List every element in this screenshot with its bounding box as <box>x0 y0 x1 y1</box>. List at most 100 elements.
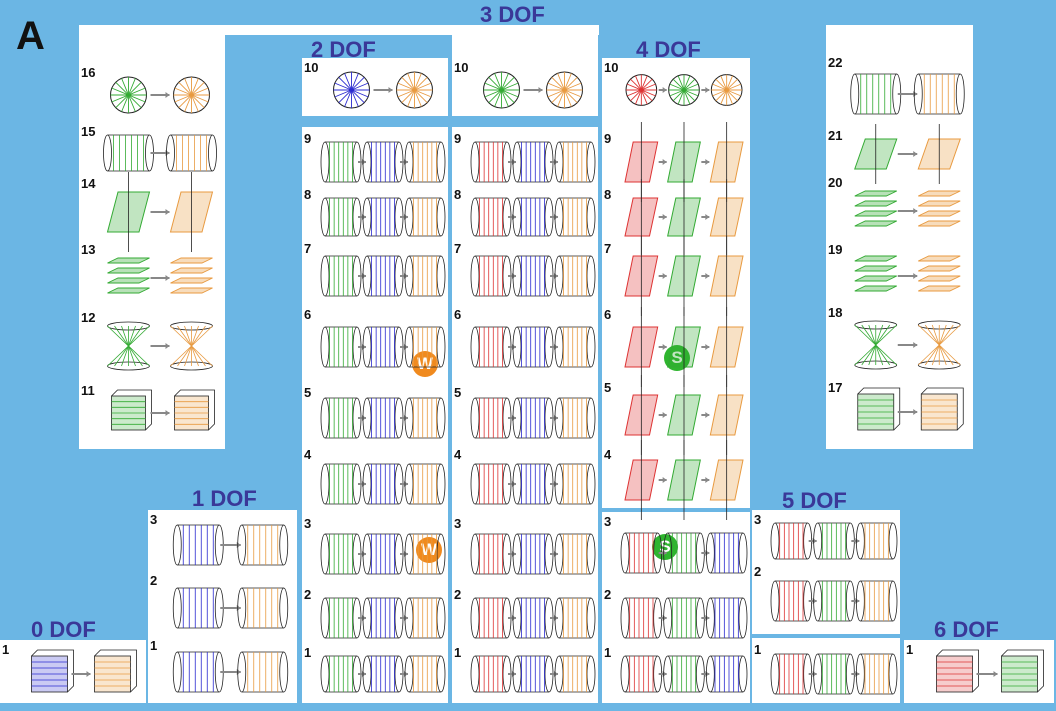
schematic-col-2dof-7-1 <box>362 255 404 297</box>
schematic-col-4dof-8-0 <box>624 179 659 255</box>
col-1dof-row-2 <box>172 587 289 629</box>
schematic-col-3dof-mid-8-2 <box>554 197 596 237</box>
schematic-col-2dof-3-0 <box>320 533 362 575</box>
schematic-col-0dof-1-1 <box>94 649 137 693</box>
schematic-col-2dof-top-10-0 <box>333 71 370 109</box>
col-2dof-row-3 <box>320 533 446 575</box>
row-label-col-4dof-bottom-2: 2 <box>604 587 612 602</box>
col-4dof-row-8 <box>624 179 744 255</box>
schematic-col-3dof-left-12-1 <box>170 321 213 371</box>
row-label-col-2dof-3: 3 <box>304 516 312 531</box>
row-label-col-3dof-mid-2: 2 <box>454 587 462 602</box>
schematic-col-5dof-2-0 <box>770 580 813 622</box>
schematic-col-5dof-3-1 <box>813 522 855 560</box>
col-2dof-row-9 <box>320 141 446 183</box>
col-5dof-row-3 <box>770 522 898 560</box>
row-label-col-2dof-4: 4 <box>304 447 312 462</box>
schematic-col-3dof-right-18-0 <box>854 320 898 370</box>
schematic-col-0dof-1-0 <box>31 649 74 693</box>
schematic-col-3dof-right-20-0 <box>854 190 897 227</box>
row-label-col-3dof-mid-7: 7 <box>454 241 462 256</box>
row-label-col-4dof-10: 10 <box>604 60 619 75</box>
schematic-col-6dof-1-0 <box>936 649 979 693</box>
col-4dof-row-9 <box>624 122 744 202</box>
col-3dof-mid-row-3 <box>470 533 596 575</box>
row-label-col-2dof-6: 6 <box>304 307 312 322</box>
schematic-col-3dof-mid-4-2 <box>554 463 596 505</box>
row-label-col-3dof-left-16: 16 <box>81 65 96 80</box>
schematic-col-2dof-6-2 <box>404 326 446 368</box>
row-label-col-4dof-bottom-1: 1 <box>604 645 612 660</box>
row-label-col-3dof-left-14: 14 <box>81 176 96 191</box>
schematic-col-4dof-10-2 <box>710 74 743 106</box>
schematic-col-4dof-6-1 <box>667 307 701 387</box>
header-2dof: 2 DOF <box>311 37 376 62</box>
schematic-col-3dof-mid-8-0 <box>470 197 512 237</box>
col-2dof-row-5 <box>320 397 446 439</box>
row-label-col-4dof-bottom-3: 3 <box>604 514 612 529</box>
schematic-col-2dof-7-0 <box>320 255 362 297</box>
col-4dof-row-7 <box>624 236 744 316</box>
schematic-col-2dof-4-1 <box>362 463 404 505</box>
schematic-col-3dof-right-19-0 <box>854 255 897 292</box>
row-label-col-2dof-7: 7 <box>304 241 312 256</box>
schematic-col-3dof-left-13-1 <box>170 257 213 294</box>
schematic-col-3dof-mid-3-0 <box>470 533 512 575</box>
schematic-col-4dof-bottom-2-2 <box>705 597 748 639</box>
schematic-col-5dof-1-2 <box>855 653 898 695</box>
schematic-col-2dof-2-2 <box>404 597 446 639</box>
schematic-col-3dof-left-16-1 <box>173 76 210 114</box>
col-3dof-left-row-14 <box>106 172 214 252</box>
row-label-col-2dof-9: 9 <box>304 131 312 146</box>
row-label-col-3dof-right-22: 22 <box>828 55 843 70</box>
schematic-col-3dof-mid-7-2 <box>554 255 596 297</box>
row-label-col-4dof-5: 5 <box>604 380 612 395</box>
schematic-col-2dof-4-2 <box>404 463 446 505</box>
col-3dof-mid-row-8 <box>470 197 596 237</box>
schematic-col-4dof-4-2 <box>709 440 744 520</box>
panel-label: A <box>16 14 45 58</box>
col-3dof-right-row-20 <box>854 190 961 227</box>
schematic-col-2dof-3-2 <box>404 533 446 575</box>
schematic-col-3dof-left-13-0 <box>107 257 150 294</box>
row-label-col-3dof-right-19: 19 <box>828 242 843 257</box>
schematic-col-3dof-mid-3-2 <box>554 533 596 575</box>
schematic-col-5dof-1-0 <box>770 653 813 695</box>
col-4dof-bottom-row-3 <box>620 532 748 574</box>
row-label-col-2dof-8: 8 <box>304 187 312 202</box>
schematic-col-2dof-1-2 <box>404 655 446 693</box>
col-3dof-left-row-11 <box>111 389 215 431</box>
panel-0dof <box>0 640 146 703</box>
schematic-col-3dof-mid-2-2 <box>554 597 596 639</box>
schematic-col-4dof-bottom-1-0 <box>620 655 663 693</box>
header-6dof: 6 DOF <box>934 617 999 642</box>
schematic-col-4dof-bottom-3-0 <box>620 532 663 574</box>
schematic-col-3dof-right-19-1 <box>918 255 961 292</box>
row-label-col-3dof-mid-4: 4 <box>454 447 462 462</box>
row-label-col-3dof-mid-top-10: 10 <box>454 60 469 75</box>
badge-w-row6: W <box>412 351 438 377</box>
schematic-col-2dof-6-0 <box>320 326 362 368</box>
schematic-col-6dof-1-1 <box>1001 649 1044 693</box>
schematic-col-2dof-8-0 <box>320 197 362 237</box>
schematic-col-1dof-3-0 <box>172 524 224 566</box>
schematic-col-4dof-bottom-1-1 <box>663 655 705 693</box>
panel-2dof-top <box>302 58 448 116</box>
row-label-col-6dof-1: 1 <box>906 642 914 657</box>
schematic-col-3dof-right-17-0 <box>857 387 901 431</box>
schematic-col-3dof-left-14-0 <box>106 172 151 252</box>
col-3dof-mid-row-1 <box>470 655 596 693</box>
schematic-col-4dof-bottom-1-2 <box>705 655 748 693</box>
schematic-col-3dof-mid-7-1 <box>512 255 554 297</box>
row-label-col-3dof-mid-5: 5 <box>454 385 462 400</box>
schematic-col-2dof-top-10-1 <box>396 71 433 109</box>
schematic-col-3dof-left-16-0 <box>110 76 147 114</box>
col-3dof-right-row-21 <box>854 124 961 184</box>
schematic-col-3dof-mid-4-0 <box>470 463 512 505</box>
row-label-col-3dof-mid-9: 9 <box>454 131 462 146</box>
schematic-col-3dof-left-15-0 <box>103 134 154 172</box>
schematic-col-5dof-3-0 <box>770 522 813 560</box>
row-label-col-0dof-1: 1 <box>2 642 10 657</box>
